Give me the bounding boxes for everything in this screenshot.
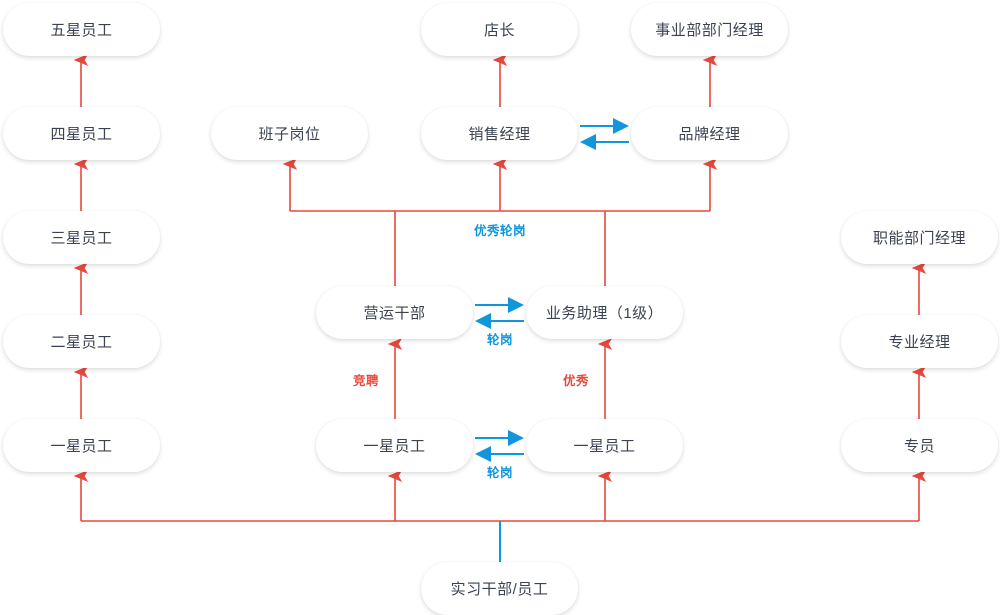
node-banzi[interactable]: 班子岗位 [211,107,368,160]
edge-label-excellent: 优秀 [562,374,590,388]
node-ops_cadre[interactable]: 营运干部 [316,286,473,339]
edge-label-compete: 竞聘 [352,374,380,388]
node-intern[interactable]: 实习干部/员工 [421,562,578,615]
node-three_star[interactable]: 三星员工 [3,211,160,264]
edge-label-rotation_mid: 轮岗 [486,333,514,347]
promotion-arrows-lower [73,338,927,521]
node-sales_manager[interactable]: 销售经理 [421,107,578,160]
node-biz_assistant[interactable]: 业务助理（1级） [526,286,683,339]
edge-label-excellent_rotation: 优秀轮岗 [473,224,527,238]
node-two_star[interactable]: 二星员工 [3,315,160,368]
node-brand_manager[interactable]: 品牌经理 [631,107,788,160]
node-pro_manager[interactable]: 专业经理 [841,315,998,368]
node-func_manager[interactable]: 职能部门经理 [841,211,998,264]
node-store_manager[interactable]: 店长 [421,3,578,56]
node-one_star_mid_l[interactable]: 一星员工 [316,419,473,472]
node-bu_manager[interactable]: 事业部部门经理 [631,3,788,56]
node-one_star_left[interactable]: 一星员工 [3,419,160,472]
node-four_star[interactable]: 四星员工 [3,107,160,160]
node-specialist[interactable]: 专员 [841,419,998,472]
node-five_star[interactable]: 五星员工 [3,3,160,56]
node-one_star_mid_r[interactable]: 一星员工 [526,419,683,472]
edge-label-rotation_bottom: 轮岗 [486,466,514,480]
